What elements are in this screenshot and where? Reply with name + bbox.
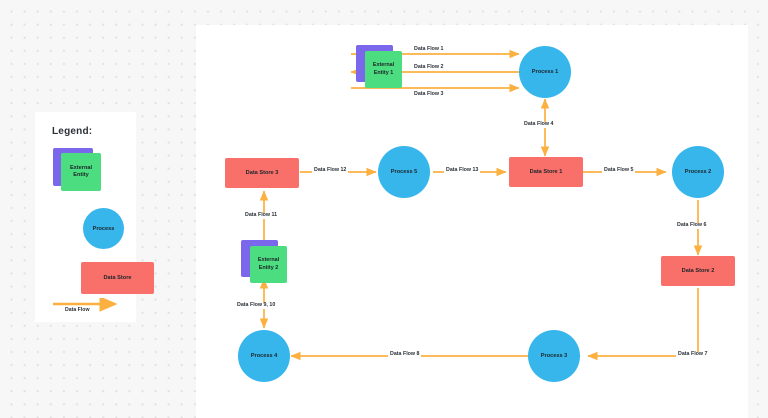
legend-item-data-store: Data Store <box>81 262 154 294</box>
node-label-line2: Entity 1 <box>373 69 394 76</box>
node-label: Process 5 <box>390 169 418 175</box>
flow-label-data-flow-7: Data Flow 7 <box>676 351 710 358</box>
flow-label-data-flow-5: Data Flow 5 <box>602 167 636 174</box>
flow-label-data-flow-9-10: Data Flow 9, 10 <box>235 302 278 309</box>
node-external-entity-2[interactable]: External Entity 2 <box>241 240 287 283</box>
flow-label-data-flow-11: Data Flow 11 <box>243 212 280 219</box>
legend-item-process: Process <box>83 208 124 249</box>
flow-label-data-flow-13: Data Flow 13 <box>444 167 481 174</box>
node-label: Process 2 <box>684 169 712 175</box>
flow-label-data-flow-6: Data Flow 6 <box>675 222 709 229</box>
node-process-5[interactable]: Process 5 <box>378 146 430 198</box>
flow-label-data-flow-1: Data Flow 1 <box>412 46 446 53</box>
legend-label: Data Flow <box>65 307 90 313</box>
node-data-store-2[interactable]: Data Store 2 <box>661 256 735 286</box>
legend-label: Process <box>92 225 115 232</box>
node-label-line1: External <box>372 62 395 69</box>
diagram-canvas[interactable]: External Entity 1 Process 1 Data Store 1… <box>196 25 748 418</box>
flow-label-data-flow-2: Data Flow 2 <box>412 64 446 71</box>
node-label: Data Store 3 <box>245 170 279 176</box>
node-data-store-1[interactable]: Data Store 1 <box>509 157 583 187</box>
flow-label-data-flow-12: Data Flow 12 <box>312 167 349 174</box>
legend-label-line2: Entity <box>73 172 89 178</box>
external-entity-front-plate: External Entity 2 <box>250 246 287 283</box>
external-entity-front-plate: External Entity <box>61 153 101 191</box>
legend-item-data-flow: Data Flow <box>51 296 124 318</box>
node-data-store-3[interactable]: Data Store 3 <box>225 158 299 188</box>
node-label: Data Store 1 <box>529 169 563 175</box>
data-flow-arrow-icon <box>53 296 118 312</box>
node-process-3[interactable]: Process 3 <box>528 330 580 382</box>
flow-label-data-flow-4: Data Flow 4 <box>522 121 556 128</box>
node-label: Process 3 <box>540 353 568 359</box>
node-label: Data Store 2 <box>681 268 715 274</box>
node-label: Process 4 <box>250 353 278 359</box>
flow-line-data-flow-7 <box>587 288 699 361</box>
node-label: Process 1 <box>531 69 559 75</box>
node-label-line2: Entity 2 <box>258 264 279 271</box>
node-process-4[interactable]: Process 4 <box>238 330 290 382</box>
legend-panel: Legend: External Entity Process Data Sto… <box>35 112 154 322</box>
legend-title: Legend: <box>52 126 93 137</box>
node-process-1[interactable]: Process 1 <box>519 46 571 98</box>
external-entity-front-plate: External Entity 1 <box>365 51 402 88</box>
node-process-2[interactable]: Process 2 <box>672 146 724 198</box>
flow-label-data-flow-8: Data Flow 8 <box>388 351 422 358</box>
node-external-entity-1[interactable]: External Entity 1 <box>356 45 402 88</box>
node-label-line1: External <box>257 257 280 264</box>
legend-label: Data Store <box>103 275 132 281</box>
flow-label-data-flow-3: Data Flow 3 <box>412 91 446 98</box>
legend-item-external-entity: External Entity <box>53 148 101 191</box>
legend-label-line1: External <box>69 165 93 172</box>
